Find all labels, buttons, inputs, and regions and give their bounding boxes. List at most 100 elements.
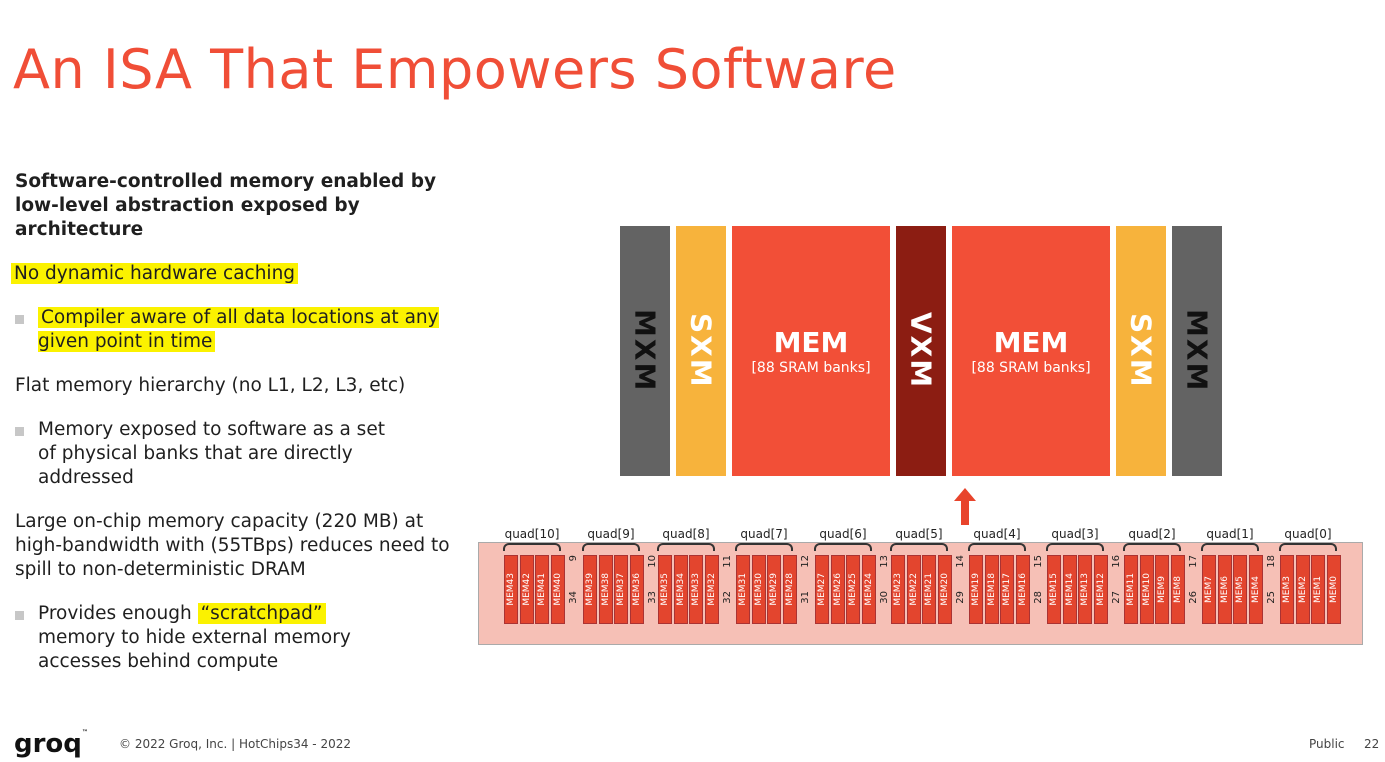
mem-bank: MEM28 xyxy=(782,555,797,624)
point-flat-hierarchy: Flat memory hierarchy (no L1, L2, L3, et… xyxy=(15,375,406,396)
sxm-right-block: SXM xyxy=(1116,226,1166,476)
mem-bank: MEM5 xyxy=(1233,555,1247,624)
mem-bank: MEM23 xyxy=(891,555,905,624)
quad-label: quad[4] xyxy=(973,527,1021,541)
quad-brace-icon xyxy=(735,543,793,551)
quad-brace-icon xyxy=(657,543,715,551)
mem-left-sublabel: [88 SRAM banks] xyxy=(751,360,871,376)
mem-bank: MEM3 xyxy=(1280,555,1294,624)
mem-bank: MEM22 xyxy=(906,555,921,624)
mxm-left-block: MXM xyxy=(620,226,670,476)
mem-bank: MEM17 xyxy=(1000,555,1014,624)
quad-label: quad[6] xyxy=(819,527,867,541)
mem-bank: MEM11 xyxy=(1124,555,1138,624)
bullet-square-icon xyxy=(15,427,24,436)
quad-brace-icon xyxy=(503,543,561,551)
quad-label: quad[7] xyxy=(740,527,788,541)
quad-brace-icon xyxy=(890,543,948,551)
mxm-right-block: MXM xyxy=(1172,226,1222,476)
quad-brace-icon xyxy=(814,543,872,551)
quad-brace-icon xyxy=(1046,543,1104,551)
mem-bank: MEM14 xyxy=(1062,555,1077,624)
mem-bank: MEM24 xyxy=(861,555,876,624)
groq-logo-text: groq xyxy=(14,729,82,759)
bullet-physical-banks: Memory exposed to software as a set of p… xyxy=(15,418,398,490)
quad-label: quad[8] xyxy=(662,527,710,541)
bullet-square-icon xyxy=(15,315,24,324)
mem-bank: MEM8 xyxy=(1170,555,1185,624)
point-large-memory: Large on-chip memory capacity (220 MB) a… xyxy=(15,511,450,580)
mem-bank: MEM33 xyxy=(689,555,703,624)
mem-bank: MEM19 xyxy=(969,555,983,624)
quad-label: quad[9] xyxy=(587,527,635,541)
mem-bank: MEM25 xyxy=(846,555,860,624)
quad-brace-icon xyxy=(1201,543,1259,551)
quad-label: quad[10] xyxy=(504,527,560,541)
quad-label: quad[2] xyxy=(1128,527,1176,541)
mem-left-block: MEM[88 SRAM banks] xyxy=(732,226,890,476)
mem-bank: MEM30 xyxy=(751,555,766,624)
lead-heading: Software-controlled memory enabled by lo… xyxy=(15,171,437,240)
mem-right-block: MEM[88 SRAM banks] xyxy=(952,226,1110,476)
mem-bank: MEM0 xyxy=(1326,555,1341,624)
bullet-scratchpad-pre: Provides enough xyxy=(38,603,198,624)
bullet-scratchpad: Provides enough “scratchpad” memory to h… xyxy=(15,602,398,674)
mem-bank: MEM18 xyxy=(984,555,999,624)
mem-bank: MEM43 xyxy=(504,555,518,624)
slide-title: An ISA That Empowers Software xyxy=(13,38,897,101)
mem-bank: MEM15 xyxy=(1047,555,1061,624)
mem-bank: MEM27 xyxy=(815,555,829,624)
sxm-left-label: SXM xyxy=(684,313,718,389)
mem-bank: MEM36 xyxy=(629,555,644,624)
mem-bank: MEM10 xyxy=(1139,555,1154,624)
mem-left-label: MEM xyxy=(773,326,849,359)
mem-bank: MEM26 xyxy=(830,555,845,624)
quad-label: quad[0] xyxy=(1284,527,1332,541)
quad-brace-icon xyxy=(968,543,1026,551)
bullet-square-icon xyxy=(15,611,24,620)
footer-classification: Public xyxy=(1309,737,1345,751)
mem-bank: MEM37 xyxy=(614,555,628,624)
mem-bank: MEM7 xyxy=(1202,555,1216,624)
mem-bank: MEM42 xyxy=(519,555,534,624)
mem-bank: MEM38 xyxy=(598,555,613,624)
quad-label: quad[5] xyxy=(895,527,943,541)
quad-label: quad[1] xyxy=(1206,527,1254,541)
bullet-physical-banks-text: Memory exposed to software as a set of p… xyxy=(38,419,385,488)
mem-bank: MEM41 xyxy=(535,555,549,624)
mem-bank: MEM16 xyxy=(1015,555,1030,624)
page-number: 22 xyxy=(1364,737,1380,751)
mem-right-sublabel: [88 SRAM banks] xyxy=(971,360,1091,376)
quad-brace-icon xyxy=(582,543,640,551)
mem-bank: MEM35 xyxy=(658,555,672,624)
vxm-label: VXM xyxy=(904,312,938,390)
mem-bank: MEM21 xyxy=(922,555,936,624)
highlight-no-caching: No dynamic hardware caching xyxy=(11,263,299,284)
mem-bank: MEM4 xyxy=(1248,555,1263,624)
mxm-right-label: MXM xyxy=(1180,309,1214,393)
mem-bank: MEM39 xyxy=(583,555,597,624)
footer-copyright: © 2022 Groq, Inc. | HotChips34 - 2022 xyxy=(119,737,351,751)
highlight-compiler-aware: Compiler aware of all data locations at … xyxy=(38,307,439,352)
vxm-block: VXM xyxy=(896,226,946,476)
mem-bank: MEM34 xyxy=(673,555,688,624)
mem-bank: MEM32 xyxy=(704,555,719,624)
bullet-scratchpad-post: memory to hide external memory accesses … xyxy=(38,627,351,672)
mem-bank: MEM31 xyxy=(736,555,750,624)
highlight-scratchpad: “scratchpad” xyxy=(197,603,326,624)
mem-bank: MEM29 xyxy=(767,555,781,624)
mem-bank: MEM20 xyxy=(937,555,952,624)
mem-right-label: MEM xyxy=(993,326,1069,359)
mxm-left-label: MXM xyxy=(628,309,662,393)
